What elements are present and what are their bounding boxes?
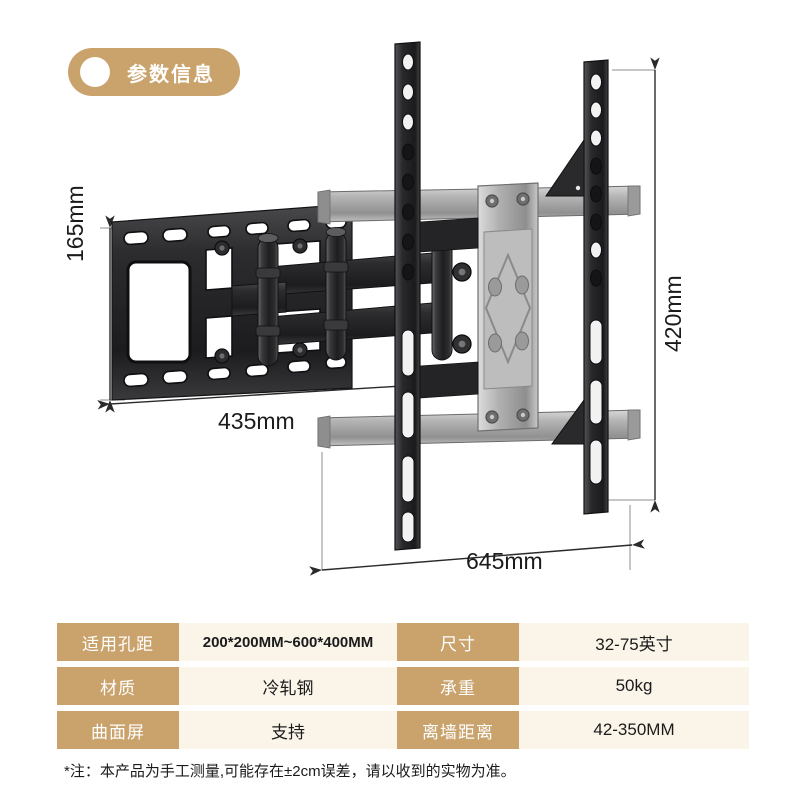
spec-label-material: 材质 <box>57 667 179 705</box>
arm-bolts <box>214 238 472 364</box>
dimension-label-165: 165mm <box>62 185 88 262</box>
spec-value-curved-screen: 支持 <box>179 711 397 749</box>
spec-value-material: 冷轧钢 <box>179 667 397 705</box>
pivot-joint-left <box>255 233 281 367</box>
section-badge-label: 参数信息 <box>127 63 215 86</box>
spec-table: 适用孔距 200*200MM~600*400MM 尺寸 32-75英寸 材质 冷… <box>57 623 749 755</box>
bracket-drawing <box>97 41 660 576</box>
footnote: *注：本产品为手工测量,可能存在±2cm误差，请以收到的实物为准。 <box>64 763 516 780</box>
section-badge: 参数信息 <box>68 48 240 96</box>
circle-icon <box>80 57 110 87</box>
spec-value-load: 50kg <box>519 667 749 705</box>
spec-label-wall-distance: 离墙距离 <box>397 711 519 749</box>
vertical-rail-right <box>545 59 609 515</box>
spec-label-load: 承重 <box>397 667 519 705</box>
table-row: 适用孔距 200*200MM~600*400MM 尺寸 32-75英寸 <box>57 623 749 661</box>
table-row: 曲面屏 支持 离墙距离 42-350MM <box>57 711 749 749</box>
spec-value-hole-pattern: 200*200MM~600*400MM <box>179 623 397 661</box>
spec-label-hole-pattern: 适用孔距 <box>57 623 179 661</box>
dimension-label-435: 435mm <box>218 408 295 434</box>
dimension-label-420: 420mm <box>660 275 686 352</box>
spec-label-size: 尺寸 <box>397 623 519 661</box>
spec-value-wall-distance: 42-350MM <box>519 711 749 749</box>
pivot-joint-mid <box>323 227 349 361</box>
spec-label-curved-screen: 曲面屏 <box>57 711 179 749</box>
vesa-center-plate <box>477 182 539 432</box>
vertical-rail-left <box>394 41 421 551</box>
product-illustration: 165mm 420mm 435mm 645mm <box>62 41 686 576</box>
rail-brackets <box>419 217 479 399</box>
dimension-label-645: 645mm <box>466 548 543 574</box>
dimension-arrows <box>97 57 660 576</box>
table-row: 材质 冷轧钢 承重 50kg <box>57 667 749 705</box>
spec-value-size: 32-75英寸 <box>519 623 749 661</box>
